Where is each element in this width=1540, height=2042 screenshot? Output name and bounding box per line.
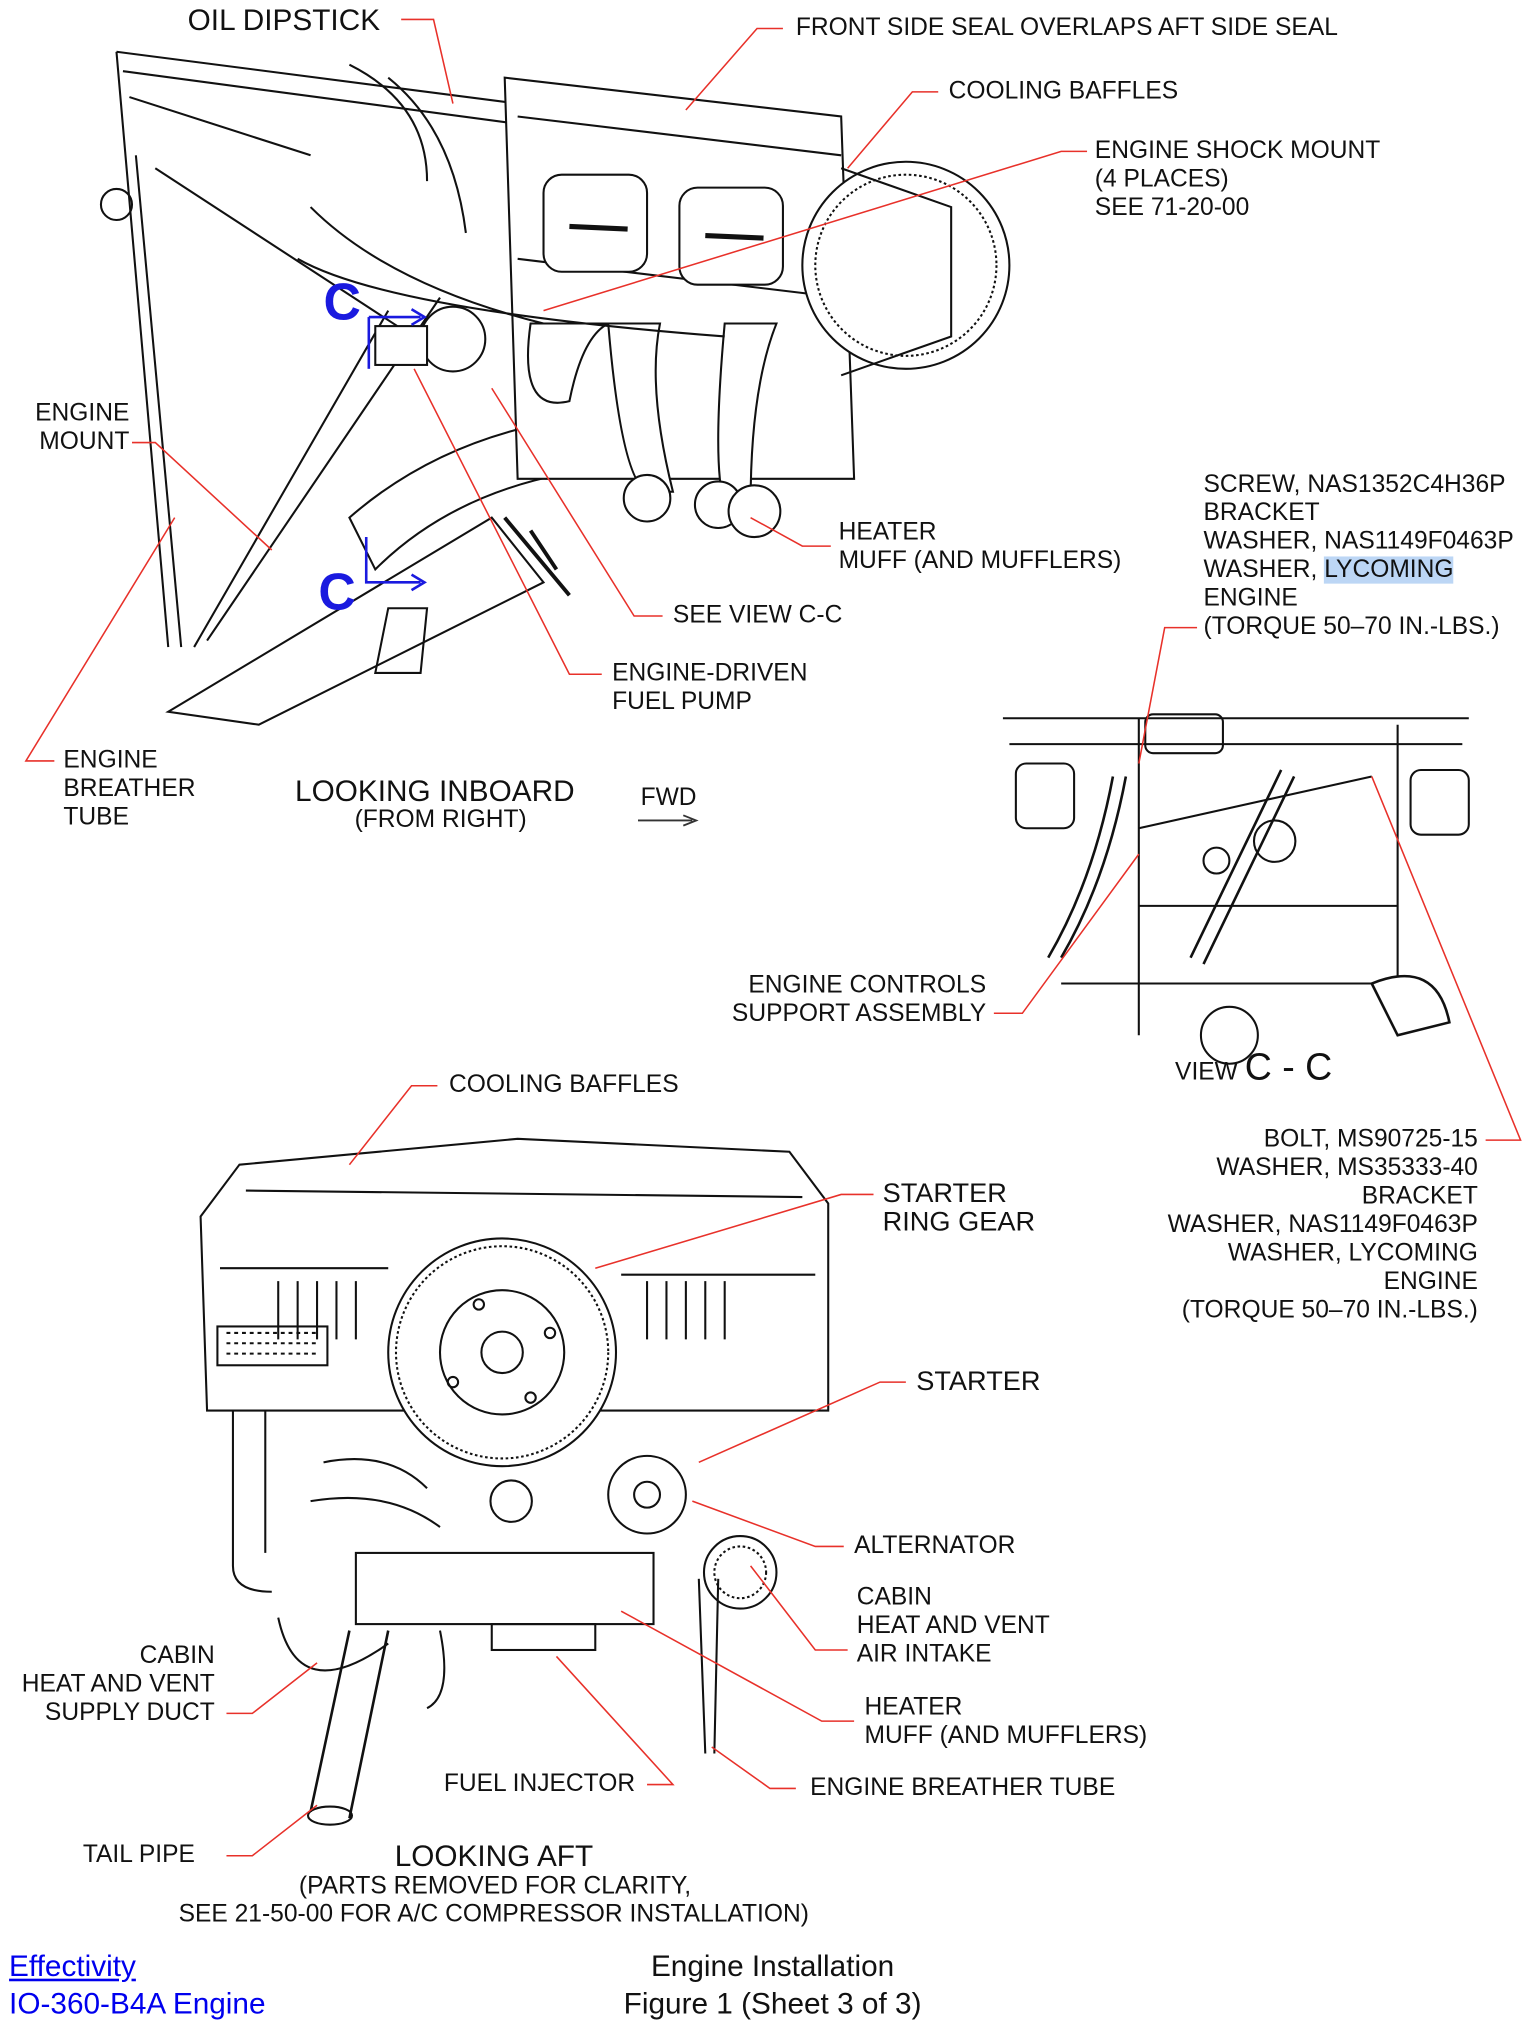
text-line: FUEL PUMP [612, 688, 752, 716]
label-breather-tube-top: ENGINE BREATHER TUBE [63, 747, 195, 832]
label-oil-dipstick: OIL DIPSTICK [187, 2, 381, 37]
text-line: AIR INTAKE [856, 1640, 992, 1669]
label-tail-pipe: TAIL PIPE [82, 1841, 195, 1869]
text-line: HEATER [838, 518, 937, 547]
text-line: BRACKET [1361, 1182, 1478, 1210]
text-line: (TORQUE 50–70 IN.-LBS.) [1181, 1296, 1478, 1324]
effectivity-link[interactable]: Effectivity [9, 1948, 136, 1983]
text-line: MUFF (AND MUFFLERS) [864, 1722, 1148, 1750]
text-line: ENGINE-DRIVEN [612, 659, 808, 688]
engine-inboard-view [99, 50, 1011, 726]
heading-looking-aft: LOOKING AFT [394, 1838, 594, 1873]
text-line: (4 PLACES) [1094, 165, 1229, 193]
text-line: SUPPLY DUCT [44, 1699, 215, 1727]
label-see-view-cc: SEE VIEW C-C [672, 601, 843, 629]
text-line: WASHER, LYCOMING [1204, 556, 1514, 584]
label-fwd: FWD [640, 784, 697, 812]
label-heater-muff-bottom: HEATER MUFF (AND MUFFLERS) [864, 1694, 1147, 1751]
label-fuel-pump: ENGINE-DRIVEN FUEL PUMP [612, 660, 807, 717]
figure-number: Figure 1 (Sheet 3 of 3) [623, 1986, 922, 2021]
text-line: HEAT AND VENT [856, 1612, 1050, 1640]
text-line: RING GEAR [882, 1207, 1036, 1238]
label-starter-ring-gear: STARTER RING GEAR [883, 1180, 1036, 1237]
note-parts-removed: (PARTS REMOVED FOR CLARITY, [298, 1872, 692, 1900]
engine-aft-view [199, 1137, 830, 1826]
text-line: CABIN [856, 1583, 932, 1612]
text-line: SCREW, NAS1352C4H36P [1203, 471, 1506, 499]
text-line: SEE 71-20-00 [1094, 194, 1250, 222]
label-cooling-baffles-bottom: COOLING BAFFLES [449, 1071, 679, 1099]
label-breather-tube-bottom: ENGINE BREATHER TUBE [810, 1774, 1116, 1802]
text-line: ENGINE [35, 399, 130, 428]
label-cabin-intake: CABIN HEAT AND VENT AIR INTAKE [857, 1584, 1050, 1669]
label-engine-controls: ENGINE CONTROLS SUPPORT ASSEMBLY [699, 972, 986, 1029]
text-line: HEATER [864, 1693, 963, 1722]
heading-view-cc: VIEW C - C [1175, 1049, 1332, 1087]
text-line: ENGINE [63, 746, 158, 774]
label-fuel-injector: FUEL INJECTOR [443, 1770, 636, 1798]
label-heater-muff-top: HEATER MUFF (AND MUFFLERS) [839, 519, 1122, 576]
label-screw-block: SCREW, NAS1352C4H36P BRACKET WASHER, NAS… [1204, 471, 1514, 642]
text-line: CABIN [139, 1642, 215, 1670]
section-marker-c-upper: C [323, 274, 361, 332]
text-line: ENGINE SHOCK MOUNT [1094, 137, 1381, 165]
text-line: SUPPORT ASSEMBLY [731, 1000, 987, 1028]
text-line: ENGINE CONTROLS [748, 971, 987, 1000]
label-shock-mount: ENGINE SHOCK MOUNT (4 PLACES) SEE 71-20-… [1095, 137, 1381, 222]
fwd-arrow-icon [637, 814, 699, 827]
text-line: BREATHER [63, 775, 196, 803]
text-part: WASHER, [1203, 556, 1325, 584]
label-starter: STARTER [916, 1366, 1041, 1397]
text-line: MUFF (AND MUFFLERS) [838, 547, 1122, 575]
selected-text-lycoming[interactable]: LYCOMING [1324, 556, 1454, 584]
text-line: TUBE [63, 803, 130, 831]
label-alternator: ALTERNATOR [854, 1532, 1016, 1560]
label-bolt-block: BOLT, MS90725-15 WASHER, MS35333-40 BRAC… [1139, 1126, 1478, 1325]
text-line: ENGINE [1383, 1268, 1478, 1296]
label-cooling-baffles-top: COOLING BAFFLES [948, 77, 1179, 105]
text-line: BRACKET [1203, 499, 1320, 527]
heading-looking-inboard: LOOKING INBOARD [295, 773, 575, 808]
text-line: WASHER, NAS1149F0463P [1167, 1211, 1478, 1239]
text-line: WASHER, NAS1149F0463P [1203, 527, 1514, 556]
view-c-c-illustration [1002, 709, 1470, 1065]
note-see-compressor: SEE 21-50-00 FOR A/C COMPRESSOR INSTALLA… [178, 1901, 809, 1929]
text-part: C - C [1244, 1046, 1333, 1089]
text-line: MOUNT [39, 428, 130, 456]
section-marker-c-lower: C [318, 564, 356, 622]
figure-title: Engine Installation [650, 1948, 895, 1983]
subheading-from-right: (FROM RIGHT) [354, 806, 527, 834]
label-engine-mount: ENGINE MOUNT [26, 399, 130, 457]
text-line: ENGINE [1203, 584, 1298, 613]
text-line: WASHER, LYCOMING [1227, 1239, 1478, 1267]
section-cut-arrows [364, 308, 427, 592]
label-front-seal: FRONT SIDE SEAL OVERLAPS AFT SIDE SEAL [795, 14, 1338, 42]
text-line: HEAT AND VENT [21, 1670, 215, 1698]
text-line: BOLT, MS90725-15 [1263, 1125, 1478, 1154]
leader-lines [24, 18, 1522, 1857]
label-cabin-supply-duct: CABIN HEAT AND VENT SUPPLY DUCT [0, 1642, 215, 1727]
text-line: WASHER, MS35333-40 [1216, 1154, 1478, 1182]
text-line: STARTER [882, 1178, 1007, 1209]
text-part: VIEW [1175, 1058, 1238, 1086]
text-line: (TORQUE 50–70 IN.-LBS.) [1203, 613, 1500, 641]
engine-model: IO-360-B4A Engine [9, 1986, 266, 2021]
